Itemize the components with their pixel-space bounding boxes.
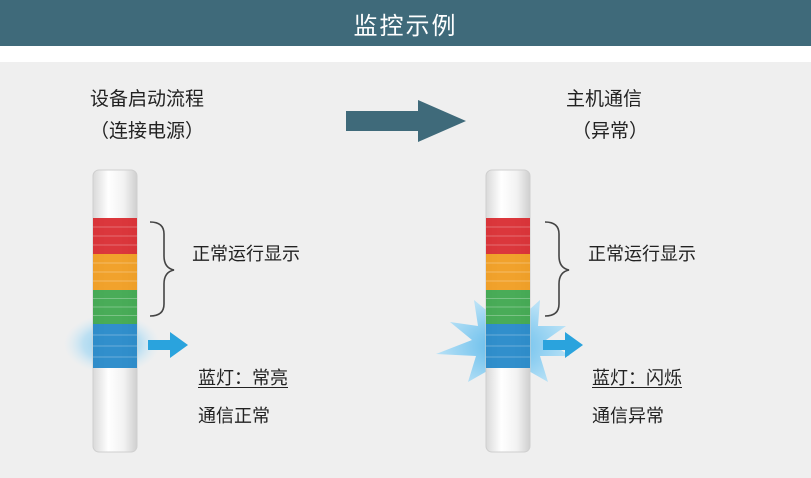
bracket-icon [544,221,570,317]
right-title: 主机通信 [566,88,643,110]
right-status: 通信异常 [592,406,664,427]
lamp-orange [486,254,530,290]
left-blue-state: 蓝灯：常亮 [198,368,288,389]
process-arrow-icon [346,100,466,142]
lamp-blue [93,324,137,368]
right-bracket-label: 正常运行显示 [588,244,696,265]
pointer-arrow-icon [543,332,583,358]
lamp-green [486,290,530,324]
lamp-blue [486,324,530,368]
lamp-orange [93,254,137,290]
lamp-red [486,218,530,254]
lamp-red [93,218,137,254]
left-status: 通信正常 [198,406,270,427]
right-subtitle: （异常） [572,120,649,142]
left-title: 设备启动流程 [90,88,205,110]
left-subtitle: （连接电源） [90,120,205,142]
signal-tower-right [436,169,570,453]
signal-tower-left [64,169,160,453]
right-blue-state: 蓝灯：闪烁 [592,368,682,389]
lamp-green [93,290,137,324]
left-bracket-label: 正常运行显示 [192,244,300,265]
bracket-icon [149,221,175,317]
page-title: 监控示例 [0,0,811,46]
pointer-arrow-icon [148,332,188,358]
